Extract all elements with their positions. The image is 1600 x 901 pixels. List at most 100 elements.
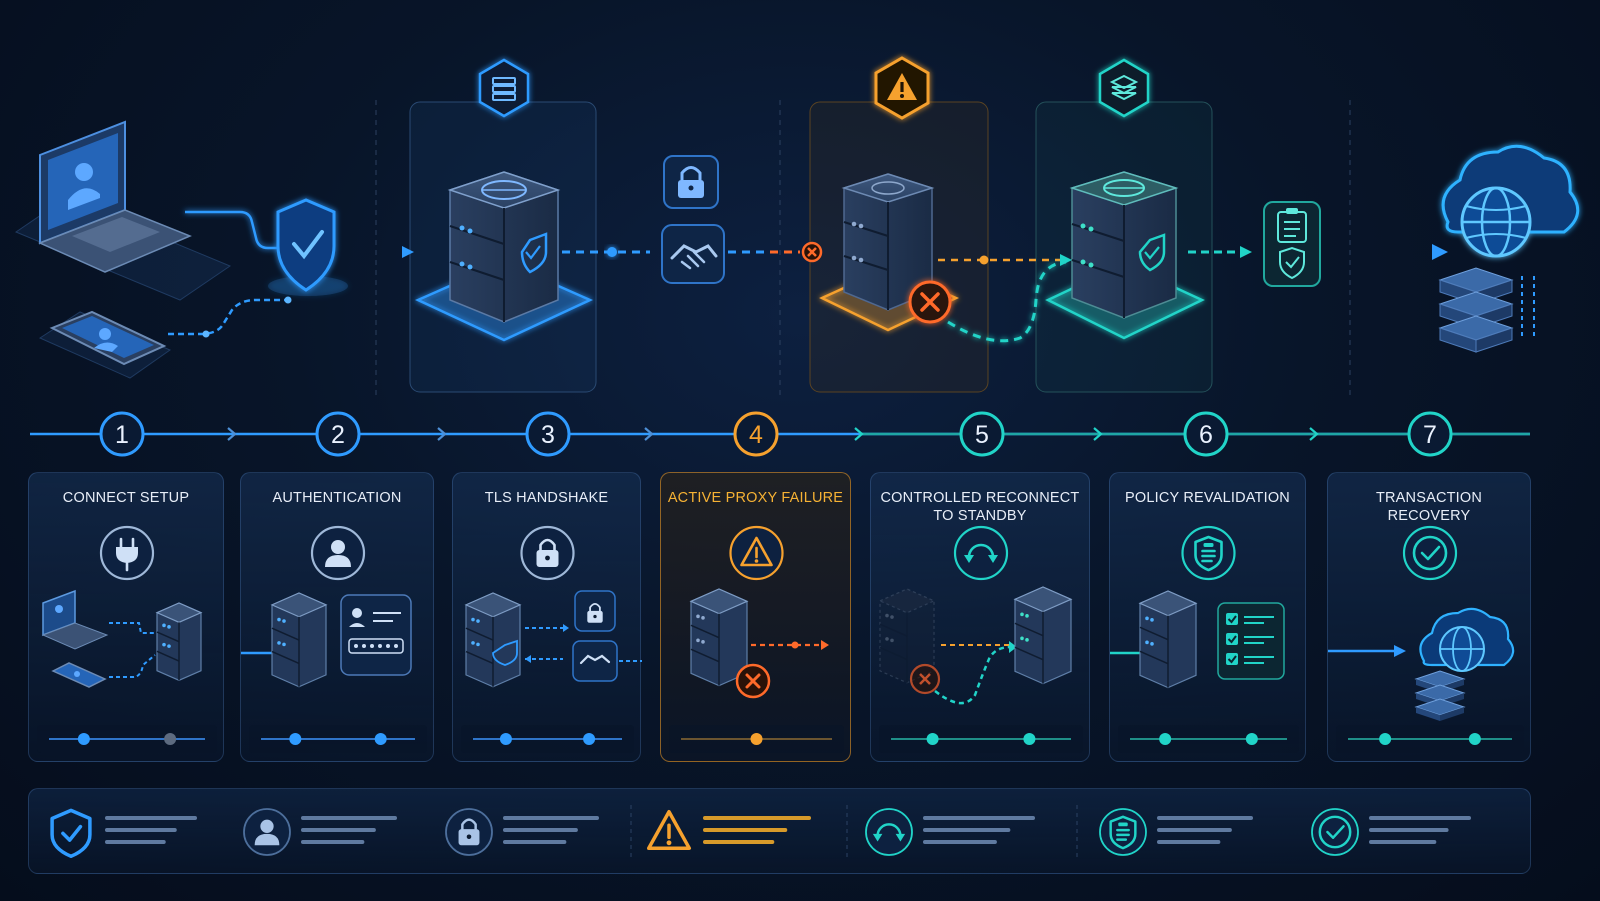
step-title: TLS HANDSHAKE [484, 490, 609, 506]
step-panel-3[interactable]: TLS HANDSHAKE [452, 472, 642, 762]
arrow-head [1240, 246, 1252, 258]
user-icon [243, 808, 291, 856]
legend-line [1157, 816, 1253, 820]
progress-dot [1159, 733, 1172, 745]
timeline-chevron [854, 427, 864, 441]
mini-server [1013, 586, 1073, 685]
step-panel-2[interactable]: AUTHENTICATION [240, 472, 434, 762]
legend-line [105, 828, 177, 832]
step-title: CONTROLLED RECONNECT TO STANDBY [880, 490, 1080, 524]
legend-line [503, 816, 599, 820]
legend-item-5 [865, 808, 1035, 856]
step-progress-track [249, 725, 427, 753]
progress-dot [926, 733, 939, 745]
progress-dot [583, 733, 596, 745]
step-scene-5 [878, 586, 1073, 705]
step-number: 6 [1199, 421, 1213, 449]
progress-dot [289, 733, 302, 745]
failure-x-icon [908, 280, 952, 324]
mini-server [1138, 590, 1198, 689]
legend-item-4 [646, 809, 811, 850]
step-panel-5[interactable]: CONTROLLED RECONNECT TO STANDBY [870, 472, 1090, 762]
step-progress-track [37, 725, 217, 753]
legend-line [1157, 828, 1232, 832]
laptop-icon [14, 120, 232, 301]
legend-line [703, 816, 811, 820]
legend-line [105, 816, 197, 820]
phone-link [168, 298, 288, 336]
progress-dot [1468, 733, 1481, 745]
lock-icon [445, 808, 493, 856]
standby-proxy-server [1045, 171, 1205, 340]
step-number: 2 [331, 421, 345, 449]
mini-server [878, 588, 936, 684]
step-scene-2 [241, 592, 412, 688]
step-panel-1[interactable]: CONNECT SETUP [28, 472, 224, 762]
step-marker-6[interactable]: 6 [1183, 411, 1229, 457]
step-scene-1 [41, 589, 203, 688]
laptop-link [185, 210, 290, 250]
reconnect-path [947, 260, 1067, 343]
step-marker-5[interactable]: 5 [959, 411, 1005, 457]
step-marker-3[interactable]: 3 [525, 411, 571, 457]
legend-item-3 [445, 808, 599, 856]
link-dot [202, 330, 210, 338]
step-scene-3 [464, 590, 642, 688]
step-marker-4[interactable]: 4 [733, 411, 779, 457]
legend-line [503, 840, 567, 844]
link-dot [284, 296, 292, 304]
lock-icon [520, 525, 575, 581]
shield-check-icon [50, 808, 92, 859]
step-progress-track [461, 725, 634, 753]
clipboard-shield-icon [1099, 808, 1147, 856]
legend-line [703, 840, 775, 844]
legend-line [923, 828, 1011, 832]
handshake-icon [661, 224, 725, 284]
step-number: 5 [975, 421, 989, 449]
legend-line [105, 840, 166, 844]
cloud-globe-icon [1419, 607, 1515, 672]
primary-hex-badge [478, 58, 530, 118]
legend-line [703, 828, 788, 832]
legend-bar [28, 788, 1531, 874]
phone-icon [38, 310, 172, 379]
failure-x-icon [909, 663, 941, 695]
step-panel-6[interactable]: POLICY REVALIDATION [1109, 472, 1306, 762]
step-title: TRANSACTION RECOVERY [1375, 490, 1483, 524]
legend-line [1157, 840, 1221, 844]
step-marker-2[interactable]: 2 [315, 411, 361, 457]
topology-diagram [14, 56, 1580, 395]
step-progress-track [1118, 725, 1299, 753]
cloud-globe-icon [1441, 144, 1580, 258]
legend-item-2 [243, 808, 397, 856]
step-marker-7[interactable]: 7 [1407, 411, 1453, 457]
lock-icon [663, 155, 719, 209]
link-broken-icon [801, 241, 823, 263]
warning-icon [729, 525, 784, 581]
step-number: 1 [115, 421, 129, 449]
clipboard-shield-icon [1181, 525, 1236, 581]
timeline-chevron [437, 427, 447, 441]
legend-line [301, 828, 376, 832]
mini-server [155, 602, 203, 682]
legend-item-6 [1099, 808, 1253, 856]
legend-line [923, 840, 997, 844]
primary-proxy-server [414, 171, 594, 342]
step-title: POLICY REVALIDATION [1125, 490, 1290, 506]
step-panel-4[interactable]: ACTIVE PROXY FAILURE [660, 472, 851, 762]
warning-icon [646, 809, 692, 850]
mini-server [689, 588, 749, 687]
step-marker-1[interactable]: 1 [99, 411, 145, 457]
legend-line [301, 816, 397, 820]
step-title: ACTIVE PROXY FAILURE [667, 490, 844, 506]
step-timeline: 1 2 3 4 5 6 7 [30, 411, 1530, 457]
step-scene-4 [689, 588, 829, 699]
failure-x-icon [735, 663, 771, 699]
progress-dot [499, 733, 512, 745]
timeline-chevron [1093, 427, 1103, 441]
progress-dot [164, 733, 177, 745]
shield-check-icon [268, 198, 348, 296]
step-panel-7[interactable]: TRANSACTION RECOVERY [1327, 472, 1531, 762]
warning-hex-badge [874, 56, 930, 120]
